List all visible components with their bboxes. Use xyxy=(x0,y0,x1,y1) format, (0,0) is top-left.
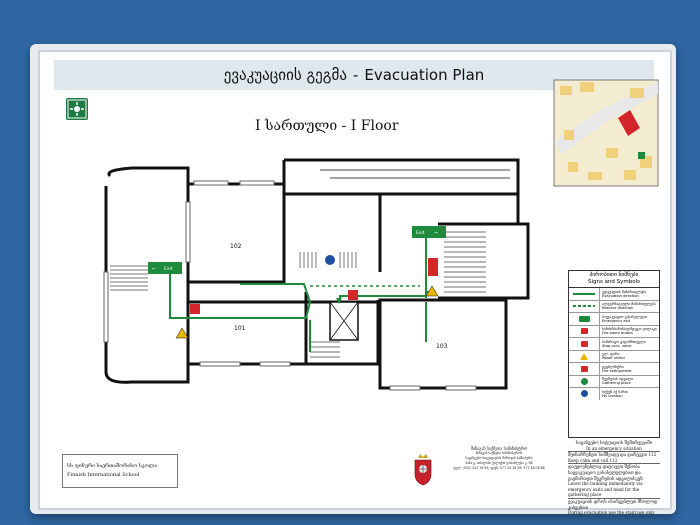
evacuation-routes xyxy=(154,231,440,352)
route-arrowheads xyxy=(152,228,446,304)
fire-extinguisher-icon-right xyxy=(428,258,438,276)
legend-heading-georgian: პირობითი ნიშნები xyxy=(589,272,639,278)
room-101-label: 101 xyxy=(234,325,246,332)
legend-heading-english: Signs and Symbols xyxy=(587,279,641,285)
windows xyxy=(103,180,477,391)
title-english: Evacuation Plan xyxy=(364,66,485,84)
my-location-icon xyxy=(325,255,335,265)
gathering-place-icon xyxy=(580,377,588,385)
room-102-label: 102 xyxy=(230,243,242,250)
title-georgian: ევაკუაციის გეგმა xyxy=(223,66,347,84)
legend-heading: პირობითი ნიშნები Signs and Symbols xyxy=(569,271,659,288)
emergency-heading: საგანგებო სიტუაციის შემთხვევაში In an em… xyxy=(568,440,660,453)
ministry-text: შინაგან საქმეთა სამინისტრო შინაგან საქმე… xyxy=(453,446,545,470)
instruction-use-stairs: ევაკუაციის დროს ისარგებლეთ მხოლოდ კიბეებ… xyxy=(568,498,658,516)
ministry-block: შინაგან საქმეთა სამინისტრო შინაგან საქმე… xyxy=(410,444,560,500)
floor-plan-drawing: 102 101 103 Exit ← Exit xyxy=(103,79,659,391)
exit-sign-left: Exit ← xyxy=(148,262,182,274)
svg-text:←: ← xyxy=(152,267,156,272)
valve-icon xyxy=(580,340,588,347)
building-walls xyxy=(104,158,530,390)
instruction-keep-calm: შეინარჩუნეთ სიმშვიდე და დარეკეთ 112 Keep… xyxy=(568,452,660,465)
power-shield-icon xyxy=(580,352,588,360)
school-building-marker xyxy=(618,110,640,136)
fire-extinguisher-icon xyxy=(190,304,200,314)
evacuation-sign-icon xyxy=(66,98,88,120)
svg-text:Exit: Exit xyxy=(164,266,173,272)
instruction-leave-building: დაუყოვნებლივ დატოვეთ შენობა საევაკუაციო … xyxy=(568,464,660,499)
fire-extinguisher-icon xyxy=(580,365,588,372)
floor-title: I სართული - I Floor xyxy=(255,118,399,134)
evacuation-plan-board: ევაკუაციის გეგმა - Evacuation Plan I სარ… xyxy=(38,50,672,515)
my-location-icon xyxy=(580,390,588,398)
svg-text:→: → xyxy=(434,231,438,236)
school-name-english: Finnish International School xyxy=(67,472,140,478)
power-shield-icon xyxy=(175,327,189,339)
reserve-arrow-icon xyxy=(573,305,595,308)
school-name-georgian: სს ფინური საერთაშორისო სკოლა xyxy=(67,463,157,469)
evacuation-arrow-icon xyxy=(573,292,595,295)
fire-alarm-icon xyxy=(580,328,588,335)
emergency-instructions: საგანგებო სიტუაციის შემთხვევაში In an em… xyxy=(568,440,660,516)
fire-alarm-icon xyxy=(348,290,358,300)
school-name-box: სს ფინური საერთაშორისო სკოლა Finnish Int… xyxy=(62,454,178,488)
room-103-label: 103 xyxy=(436,343,448,350)
gathering-place-marker xyxy=(638,152,645,159)
exit-sign-icon xyxy=(578,315,590,322)
coat-of-arms-icon xyxy=(414,454,432,486)
legend-panel: პირობითი ნიშნები Signs and Symbols ევაკუ… xyxy=(568,270,660,438)
site-location-map xyxy=(553,79,659,187)
exit-sign-right: Exit → xyxy=(412,226,446,238)
title-separator: - xyxy=(352,66,359,84)
svg-text:Exit: Exit xyxy=(416,230,425,236)
staircases xyxy=(110,169,510,358)
power-shield-icon-right xyxy=(425,285,439,297)
